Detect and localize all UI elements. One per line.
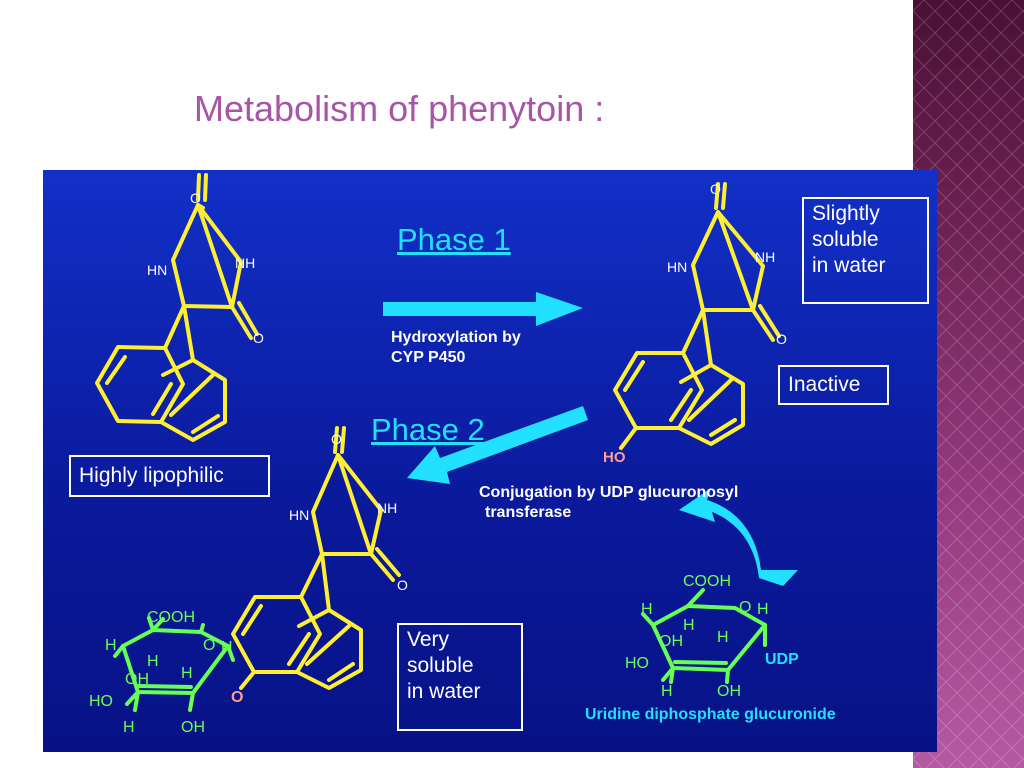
very-soluble-line2: soluble (407, 654, 474, 677)
atom-hn-2: HN (667, 259, 687, 275)
atom-oh-udp-2: OH (717, 683, 741, 700)
very-soluble-line1: Very (407, 628, 450, 651)
phase2-description-line1: Conjugation by UDP glucuronosyl (479, 484, 739, 501)
atom-nh-3: NH (377, 500, 397, 516)
atom-ho-hydroxyl: HO (603, 449, 626, 466)
atom-o-right-1: O (253, 330, 264, 346)
atom-h-left-5: H (123, 719, 135, 736)
highly-lipophilic-box: Highly lipophilic (69, 455, 270, 497)
atom-h-udp-5: H (661, 683, 673, 700)
atom-oh-left-1: OH (125, 671, 149, 688)
slightly-soluble-line2: soluble (812, 228, 879, 251)
phase2-arrow (407, 406, 588, 484)
very-soluble-line3: in water (407, 680, 481, 703)
phase1-description: Hydroxylation by CYP P450 (391, 328, 521, 368)
atom-o-right-3: O (397, 577, 408, 593)
phenytoin-molecule (95, 173, 259, 442)
very-soluble-box: Very soluble in water (397, 623, 523, 731)
slightly-soluble-line3: in water (812, 254, 886, 277)
phase1-arrow (383, 292, 583, 326)
atom-h-udp-1: H (757, 601, 769, 618)
phase1-description-line2: CYP P450 (391, 349, 466, 366)
atom-cooh-left: COOH (147, 609, 195, 626)
atom-ho-left: HO (89, 693, 113, 710)
atom-h-left-3: H (147, 653, 159, 670)
slide-title: Metabolism of phenytoin : (194, 88, 605, 129)
glucuronide-conjugate-molecule (231, 426, 401, 690)
atom-hn-3: HN (289, 507, 309, 523)
atom-h-udp-3: H (683, 617, 695, 634)
phase2-description-line2: transferase (485, 504, 572, 521)
atom-nh-1: NH (235, 255, 255, 271)
atom-udp: UDP (765, 651, 799, 668)
phase2-label: Phase 2 (371, 412, 485, 447)
atom-o-top-3: O (331, 431, 342, 447)
atom-ho-udp: HO (625, 655, 649, 672)
atom-nh-2: NH (755, 249, 775, 265)
udp-curved-arrow (679, 488, 798, 586)
atom-cooh-udp: COOH (683, 573, 731, 590)
atom-h-udp-2: H (641, 601, 653, 618)
atom-oh-udp-1: OH (659, 633, 683, 650)
hydroxy-phenytoin-molecule (613, 182, 781, 450)
atom-h-left-4: H (181, 665, 193, 682)
atom-h-udp-4: H (717, 629, 729, 646)
atom-o-ring-left: O (203, 637, 215, 654)
phase1-label: Phase 1 (397, 222, 511, 257)
inactive-box: Inactive (778, 365, 889, 405)
atom-o-right-2: O (776, 331, 787, 347)
udp-glucuronide-ring (641, 588, 767, 684)
phase1-description-line1: Hydroxylation by (391, 329, 521, 346)
metabolism-diagram: O HN NH O O HN NH O HO (43, 170, 937, 752)
atom-o-top-2: O (710, 181, 721, 197)
phase2-description: Conjugation by UDP glucuronosyl transfer… (479, 483, 738, 523)
diagram-canvas: O HN NH O O HN NH O HO (89, 173, 799, 736)
atom-h-left-2: H (105, 637, 117, 654)
udp-glucuronide-name: Uridine diphosphate glucuronide (585, 706, 836, 723)
atom-hn-1: HN (147, 262, 167, 278)
atom-o-ring-udp: O (739, 599, 751, 616)
glucuronide-sugar-ring-left (113, 616, 235, 712)
slightly-soluble-line1: Slightly (812, 202, 880, 225)
slightly-soluble-box: Slightly soluble in water (802, 197, 929, 304)
atom-o-link: O (231, 689, 243, 706)
atom-o-top-1: O (190, 190, 201, 206)
atom-oh-left-2: OH (181, 719, 205, 736)
atom-h-left-1: H (221, 639, 233, 656)
